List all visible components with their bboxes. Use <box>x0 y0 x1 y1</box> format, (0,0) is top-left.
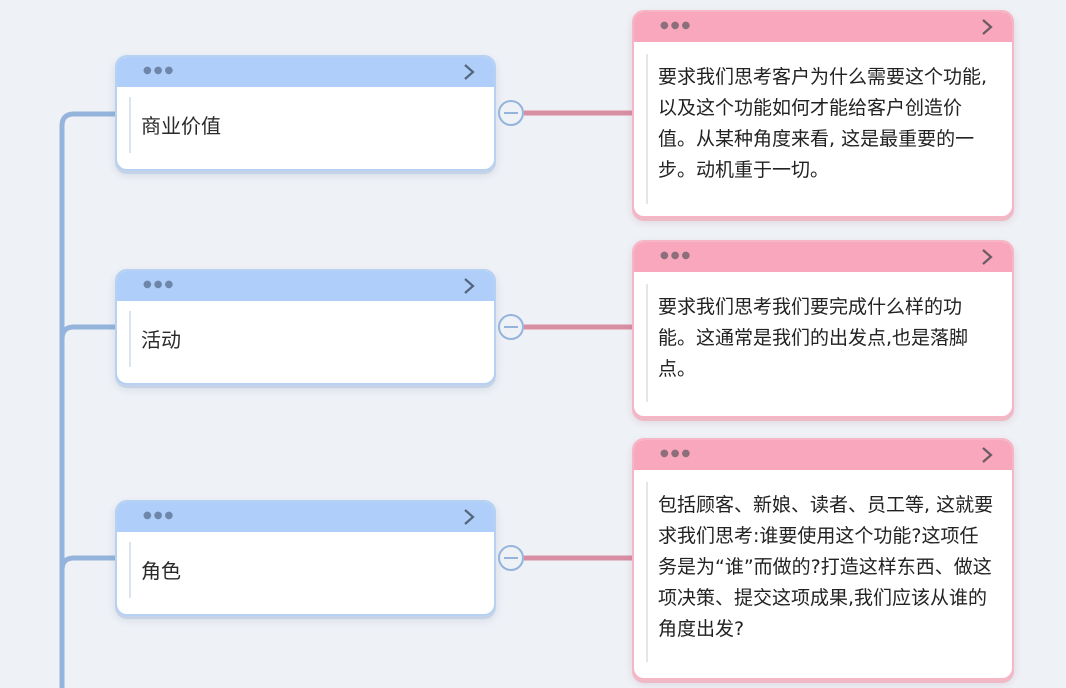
detail-text: 要求我们思考客户为什么需要这个功能,以及这个功能如何才能给客户创造价值。从某种角… <box>658 66 988 181</box>
node-header: ●●● <box>634 242 1012 272</box>
detail-node-role[interactable]: ●●● 包括顾客、新娘、读者、员工等, 这就要求我们思考:谁要使用这个功能?这项… <box>632 438 1014 680</box>
text-rule <box>129 542 131 598</box>
topic-node-activity[interactable]: ●●● 活动 <box>115 269 496 385</box>
topic-label: 角色 <box>141 559 181 583</box>
chevron-right-icon[interactable] <box>460 277 478 295</box>
node-header: ●●● <box>117 57 494 87</box>
trunk-line <box>59 111 116 688</box>
topic-node-business-value[interactable]: ●●● 商业价值 <box>115 55 496 171</box>
text-rule <box>129 311 131 367</box>
chevron-right-icon[interactable] <box>978 446 996 464</box>
text-rule <box>129 97 131 153</box>
detail-text: 要求我们思考我们要完成什么样的功能。这通常是我们的出发点,也是落脚点。 <box>658 296 969 380</box>
topic-label: 商业价值 <box>141 114 221 138</box>
detail-node-activity[interactable]: ●●● 要求我们思考我们要完成什么样的功能。这通常是我们的出发点,也是落脚点。 <box>632 240 1014 418</box>
node-header: ●●● <box>117 271 494 301</box>
collapse-minus-icon[interactable] <box>498 545 524 571</box>
node-header: ●●● <box>634 12 1012 42</box>
more-dots-icon[interactable]: ●●● <box>660 20 693 31</box>
detail-text: 包括顾客、新娘、读者、员工等, 这就要求我们思考:谁要使用这个功能?这项任务是为… <box>658 494 994 640</box>
topic-label: 活动 <box>141 328 181 352</box>
more-dots-icon[interactable]: ●●● <box>143 65 176 76</box>
text-rule <box>646 482 648 662</box>
chevron-right-icon[interactable] <box>460 63 478 81</box>
text-rule <box>646 54 648 204</box>
collapse-minus-icon[interactable] <box>498 314 524 340</box>
chevron-right-icon[interactable] <box>978 248 996 266</box>
detail-node-business-value[interactable]: ●●● 要求我们思考客户为什么需要这个功能,以及这个功能如何才能给客户创造价值。… <box>632 10 1014 218</box>
more-dots-icon[interactable]: ●●● <box>660 448 693 459</box>
more-dots-icon[interactable]: ●●● <box>143 510 176 521</box>
branch-line-role <box>59 555 116 571</box>
more-dots-icon[interactable]: ●●● <box>143 279 176 290</box>
chevron-right-icon[interactable] <box>460 508 478 526</box>
topic-node-role[interactable]: ●●● 角色 <box>115 500 496 616</box>
chevron-right-icon[interactable] <box>978 18 996 36</box>
text-rule <box>646 284 648 402</box>
node-header: ●●● <box>634 440 1012 470</box>
node-header: ●●● <box>117 502 494 532</box>
branch-line-activity <box>59 324 116 340</box>
collapse-minus-icon[interactable] <box>498 100 524 126</box>
more-dots-icon[interactable]: ●●● <box>660 250 693 261</box>
